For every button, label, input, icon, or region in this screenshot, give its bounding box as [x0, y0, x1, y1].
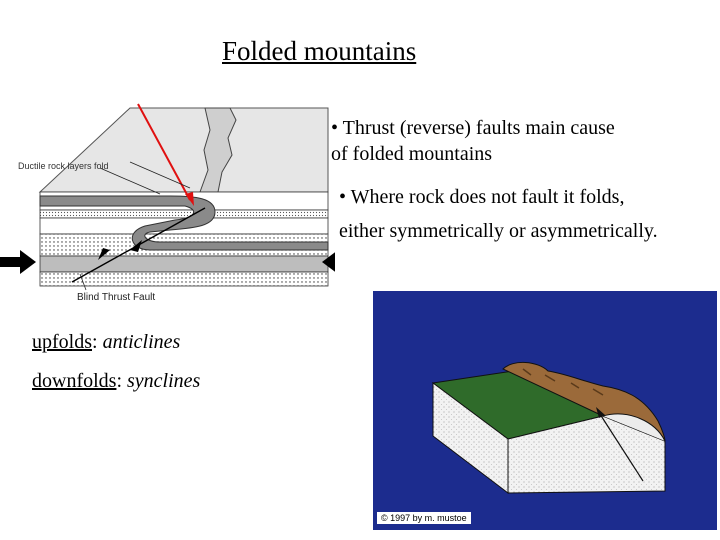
layer-2-dotted — [39, 209, 329, 219]
term-downfolds: downfolds: synclines — [32, 370, 201, 392]
fold-terms: upfolds: anticlines downfolds: synclines — [32, 331, 200, 409]
block-arrow-head — [596, 407, 605, 418]
block-diagram-panel: © 1997 by m. mustoe — [373, 291, 717, 530]
top-surface — [38, 107, 329, 193]
mountain-front — [199, 107, 237, 193]
fold-diagram — [0, 103, 335, 291]
block-curved-edge — [602, 413, 666, 442]
block-diagram — [431, 362, 666, 495]
fault-label: Blind Thrust Fault — [77, 292, 156, 303]
term-upfolds: upfolds: anticlines — [32, 331, 181, 353]
block-arrow-line — [597, 410, 644, 482]
mountain-ridges — [522, 368, 604, 396]
bullet-rock-folds: • Where rock does not fault it folds, ei… — [339, 180, 717, 248]
copyright-credit: © 1997 by m. mustoe — [377, 512, 471, 524]
fault-arrow-down — [98, 248, 110, 260]
fault-arrow-up — [130, 240, 142, 252]
left-compression-arrow — [0, 250, 36, 274]
bullet-rock-folds-line1: • Where rock does not fault it folds, — [339, 186, 625, 208]
label-pointer-1 — [99, 167, 161, 195]
right-compression-arrow — [322, 252, 335, 272]
layer-6-dotted — [39, 271, 329, 287]
ductile-label: Ductile rock layers fold — [18, 161, 109, 171]
block-front-face — [507, 415, 666, 494]
folded-layer — [39, 195, 329, 251]
red-arrow-tip — [185, 192, 194, 206]
bullet-thrust-faults: • Thrust (reverse) faults main cause of … — [331, 117, 615, 165]
page-title: Folded mountains — [222, 36, 417, 66]
label-pointer-2 — [129, 161, 191, 189]
fault-label-pointer — [79, 273, 87, 291]
bullet-rock-folds-line2: either symmetrically or asymmetrically. — [339, 220, 658, 242]
layer-5-gray — [39, 255, 329, 273]
